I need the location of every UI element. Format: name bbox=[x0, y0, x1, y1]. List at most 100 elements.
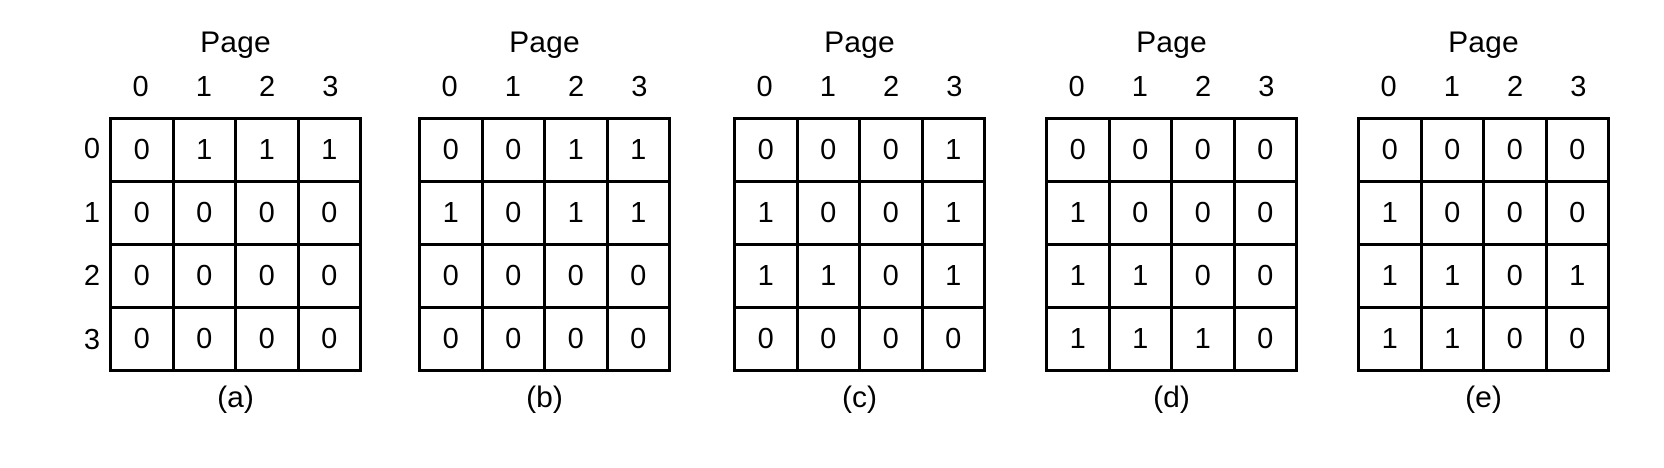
matrix-cell-a-3-0: 0 bbox=[112, 309, 175, 369]
matrix-cell-e-1-0: 1 bbox=[1360, 183, 1423, 243]
matrix-cell-a-1-2: 0 bbox=[237, 183, 300, 243]
matrix-cell-c-0-0: 0 bbox=[736, 120, 799, 180]
column-header-d-3: 3 bbox=[1258, 71, 1275, 103]
column-header-d-2: 2 bbox=[1195, 71, 1212, 103]
matrix-cell-d-0-1: 0 bbox=[1111, 120, 1173, 180]
matrix-caption-b: (b) bbox=[526, 381, 563, 414]
matrix-cell-c-3-0: 0 bbox=[736, 309, 799, 369]
matrix-cell-a-1-3: 0 bbox=[321, 197, 338, 229]
matrix-cell-b-1-2: 1 bbox=[546, 183, 609, 243]
column-header-c-2: 2 bbox=[883, 71, 900, 103]
matrix-cell-a-2-3: 0 bbox=[321, 260, 338, 292]
matrix-cell-d-0-2: 0 bbox=[1173, 120, 1236, 180]
matrix-cell-d-0-0: 0 bbox=[1048, 120, 1111, 180]
matrix-cell-e-1-2: 0 bbox=[1485, 183, 1548, 243]
matrix-cell-e-1-1: 0 bbox=[1423, 183, 1485, 243]
matrix-cell-a-2-1: 0 bbox=[175, 246, 237, 306]
matrix-cell-a-1-0: 0 bbox=[112, 183, 175, 243]
column-header-e-2: 2 bbox=[1507, 71, 1524, 103]
matrix-cell-c-1-3: 1 bbox=[945, 197, 962, 229]
row-header-a-0: 0 bbox=[83, 132, 100, 165]
matrix-caption-a: (a) bbox=[217, 381, 254, 414]
column-header-e-3: 3 bbox=[1570, 71, 1587, 103]
matrix-cell-e-2-3: 1 bbox=[1569, 260, 1586, 292]
matrix-cell-d-2-0: 1 bbox=[1048, 246, 1111, 306]
matrix-cell-c-2-2: 0 bbox=[861, 246, 924, 306]
matrix-cell-c-0-2: 0 bbox=[861, 120, 924, 180]
matrix-cell-c-2-0: 1 bbox=[736, 246, 799, 306]
matrix-cell-e-0-1: 0 bbox=[1423, 120, 1485, 180]
matrix-cell-a-3-2: 0 bbox=[237, 309, 300, 369]
page-axis-title-e: Page bbox=[1448, 26, 1519, 59]
matrix-caption-c: (c) bbox=[842, 381, 877, 414]
matrix-cell-b-0-3: 1 bbox=[630, 134, 647, 166]
matrix-cell-a-2-2: 0 bbox=[237, 246, 300, 306]
row-header-a-2: 2 bbox=[83, 260, 100, 293]
matrix-cell-b-0-1: 0 bbox=[484, 120, 546, 180]
matrix-cell-e-3-0: 1 bbox=[1360, 309, 1423, 369]
matrix-cell-c-2-3: 1 bbox=[945, 260, 962, 292]
page-axis-title-d: Page bbox=[1136, 26, 1207, 59]
matrix-cell-d-2-3: 0 bbox=[1257, 260, 1274, 292]
row-header-a-3: 3 bbox=[83, 324, 100, 357]
matrix-cell-b-2-3: 0 bbox=[630, 260, 647, 292]
matrix-cell-a-1-1: 0 bbox=[175, 183, 237, 243]
matrix-cell-e-3-3: 0 bbox=[1569, 323, 1586, 355]
matrix-cell-a-0-2: 1 bbox=[237, 120, 300, 180]
matrix-cell-d-1-3: 0 bbox=[1257, 197, 1274, 229]
matrix-cell-a-0-1: 1 bbox=[175, 120, 237, 180]
matrix-cell-a-0-3: 1 bbox=[321, 134, 338, 166]
matrix-cell-e-3-1: 1 bbox=[1423, 309, 1485, 369]
matrix-caption-e: (e) bbox=[1465, 381, 1502, 414]
column-header-a-1: 1 bbox=[195, 71, 212, 103]
column-header-c-1: 1 bbox=[819, 71, 836, 103]
column-header-a-3: 3 bbox=[322, 71, 339, 103]
matrix-cell-d-0-3: 0 bbox=[1257, 134, 1274, 166]
matrix-cell-d-2-1: 1 bbox=[1111, 246, 1173, 306]
column-header-e-1: 1 bbox=[1443, 71, 1460, 103]
matrix-cell-c-2-1: 1 bbox=[799, 246, 861, 306]
matrix-cell-b-1-3: 1 bbox=[630, 197, 647, 229]
column-header-b-1: 1 bbox=[504, 71, 521, 103]
matrix-cell-e-3-2: 0 bbox=[1485, 309, 1548, 369]
column-header-a-2: 2 bbox=[259, 71, 276, 103]
matrix-cell-a-2-0: 0 bbox=[112, 246, 175, 306]
column-header-c-3: 3 bbox=[946, 71, 963, 103]
column-header-e-0: 0 bbox=[1380, 71, 1397, 103]
matrix-cell-d-1-1: 0 bbox=[1111, 183, 1173, 243]
matrix-cell-b-3-3: 0 bbox=[630, 323, 647, 355]
page-axis-title-c: Page bbox=[824, 26, 895, 59]
matrix-cell-a-0-0: 0 bbox=[112, 120, 175, 180]
matrix-cell-d-3-1: 1 bbox=[1111, 309, 1173, 369]
matrix-cell-a-3-3: 0 bbox=[321, 323, 338, 355]
matrix-cell-b-3-2: 0 bbox=[546, 309, 609, 369]
matrix-cell-e-0-0: 0 bbox=[1360, 120, 1423, 180]
matrix-cell-c-3-2: 0 bbox=[861, 309, 924, 369]
column-header-b-2: 2 bbox=[568, 71, 585, 103]
matrix-cell-c-3-1: 0 bbox=[799, 309, 861, 369]
matrix-cell-e-2-1: 1 bbox=[1423, 246, 1485, 306]
matrix-cell-d-2-2: 0 bbox=[1173, 246, 1236, 306]
matrix-cell-b-0-2: 1 bbox=[546, 120, 609, 180]
matrix-cell-b-2-1: 0 bbox=[484, 246, 546, 306]
